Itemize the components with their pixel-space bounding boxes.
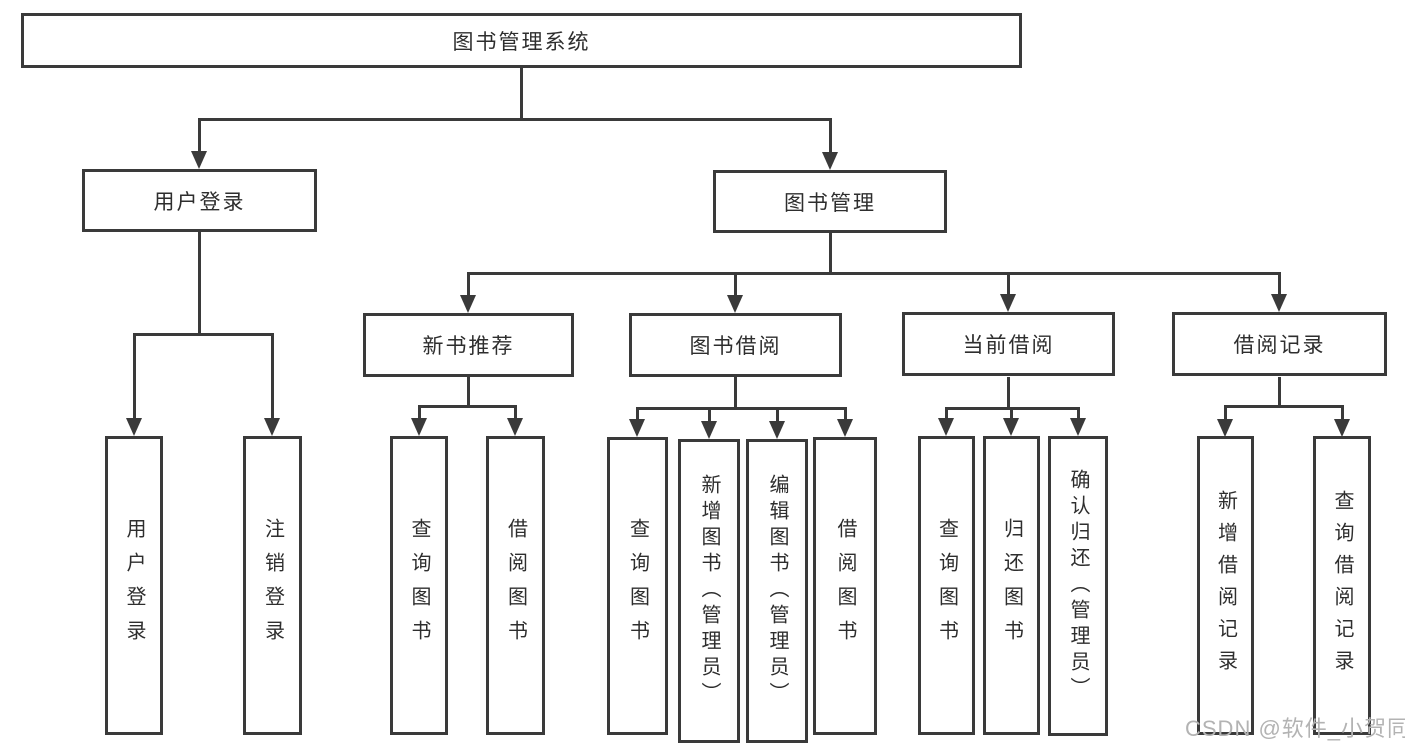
node-book-management: 图书管理 [713,170,947,233]
arrow-down-icon [507,405,523,436]
arrow-down-icon [769,407,785,439]
connector-newbook-stub [467,377,470,408]
arrow-down-icon [629,407,645,437]
arrow-down-icon [727,272,743,313]
arrow-down-icon [1000,272,1016,312]
connector-bookborrow-stub [734,377,737,410]
arrow-down-icon [411,405,427,436]
leaf-add-borrow-record: 新增借阅记录 [1197,436,1254,735]
leaf-query-book-borrow: 查询图书 [607,437,668,735]
leaf-user-login: 用户登录 [105,436,163,735]
node-new-book-recommend: 新书推荐 [363,313,574,377]
leaf-add-book-admin: 新增图书（管理员） [678,439,740,743]
leaf-edit-book-admin: 编辑图书（管理员） [746,439,808,743]
arrow-down-icon [822,118,838,170]
csdn-watermark: CSDN @软件_小贺同学 [1185,716,1405,741]
connector-root-stub [520,68,523,121]
arrow-down-icon [938,407,954,436]
arrow-down-icon [1003,407,1019,436]
connector-newbook-rail [418,405,517,408]
leaf-confirm-return-admin: 确认归还（管理员） [1048,436,1108,736]
connector-level2-rail [198,118,832,121]
connector-userlogin-stub [198,232,201,336]
connector-records-stub [1278,377,1281,408]
node-current-borrow: 当前借阅 [902,312,1115,376]
arrow-down-icon [191,118,207,169]
leaf-query-book-current: 查询图书 [918,436,975,735]
arrow-down-icon [1070,407,1086,436]
leaf-return-book: 归还图书 [983,436,1040,735]
node-book-borrow: 图书借阅 [629,313,842,377]
arrow-down-icon [264,333,280,436]
connector-bookmgmt-stub [829,233,832,275]
arrow-down-icon [460,272,476,313]
node-root: 图书管理系统 [21,13,1022,68]
connector-currentborrow-rail [945,407,1080,410]
leaf-query-book-recommend: 查询图书 [390,436,448,735]
connector-level3-rail [467,272,1281,275]
leaf-borrow-book-borrow: 借阅图书 [813,437,877,735]
connector-currentborrow-stub [1007,377,1010,410]
leaf-borrow-book-recommend: 借阅图书 [486,436,545,735]
node-borrow-records: 借阅记录 [1172,312,1387,376]
leaf-query-borrow-record: 查询借阅记录 [1313,436,1371,735]
connector-bookborrow-rail [636,407,847,410]
arrow-down-icon [1217,405,1233,437]
arrow-down-icon [126,333,142,436]
connector-userlogin-rail [133,333,274,336]
node-user-login: 用户登录 [82,169,317,232]
connector-records-rail [1224,405,1344,408]
arrow-down-icon [837,407,853,437]
leaf-logout: 注销登录 [243,436,302,735]
arrow-down-icon [701,407,717,439]
arrow-down-icon [1334,405,1350,437]
arrow-down-icon [1271,272,1287,312]
